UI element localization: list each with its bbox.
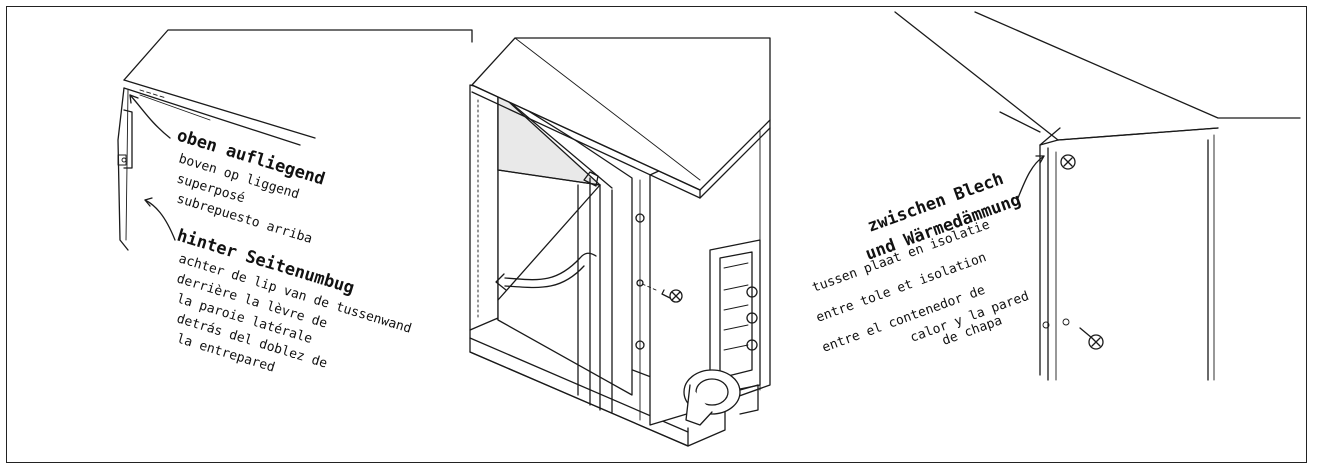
center-unit-drawing xyxy=(469,37,771,447)
right-detail-drawing xyxy=(894,11,1301,381)
left-detail-drawing xyxy=(117,29,473,251)
right-labels: zwischen Blech und Wärmedämmung tussen p… xyxy=(810,169,1031,356)
left-labels: oben aufliegend boven op liggend superpo… xyxy=(175,126,414,376)
